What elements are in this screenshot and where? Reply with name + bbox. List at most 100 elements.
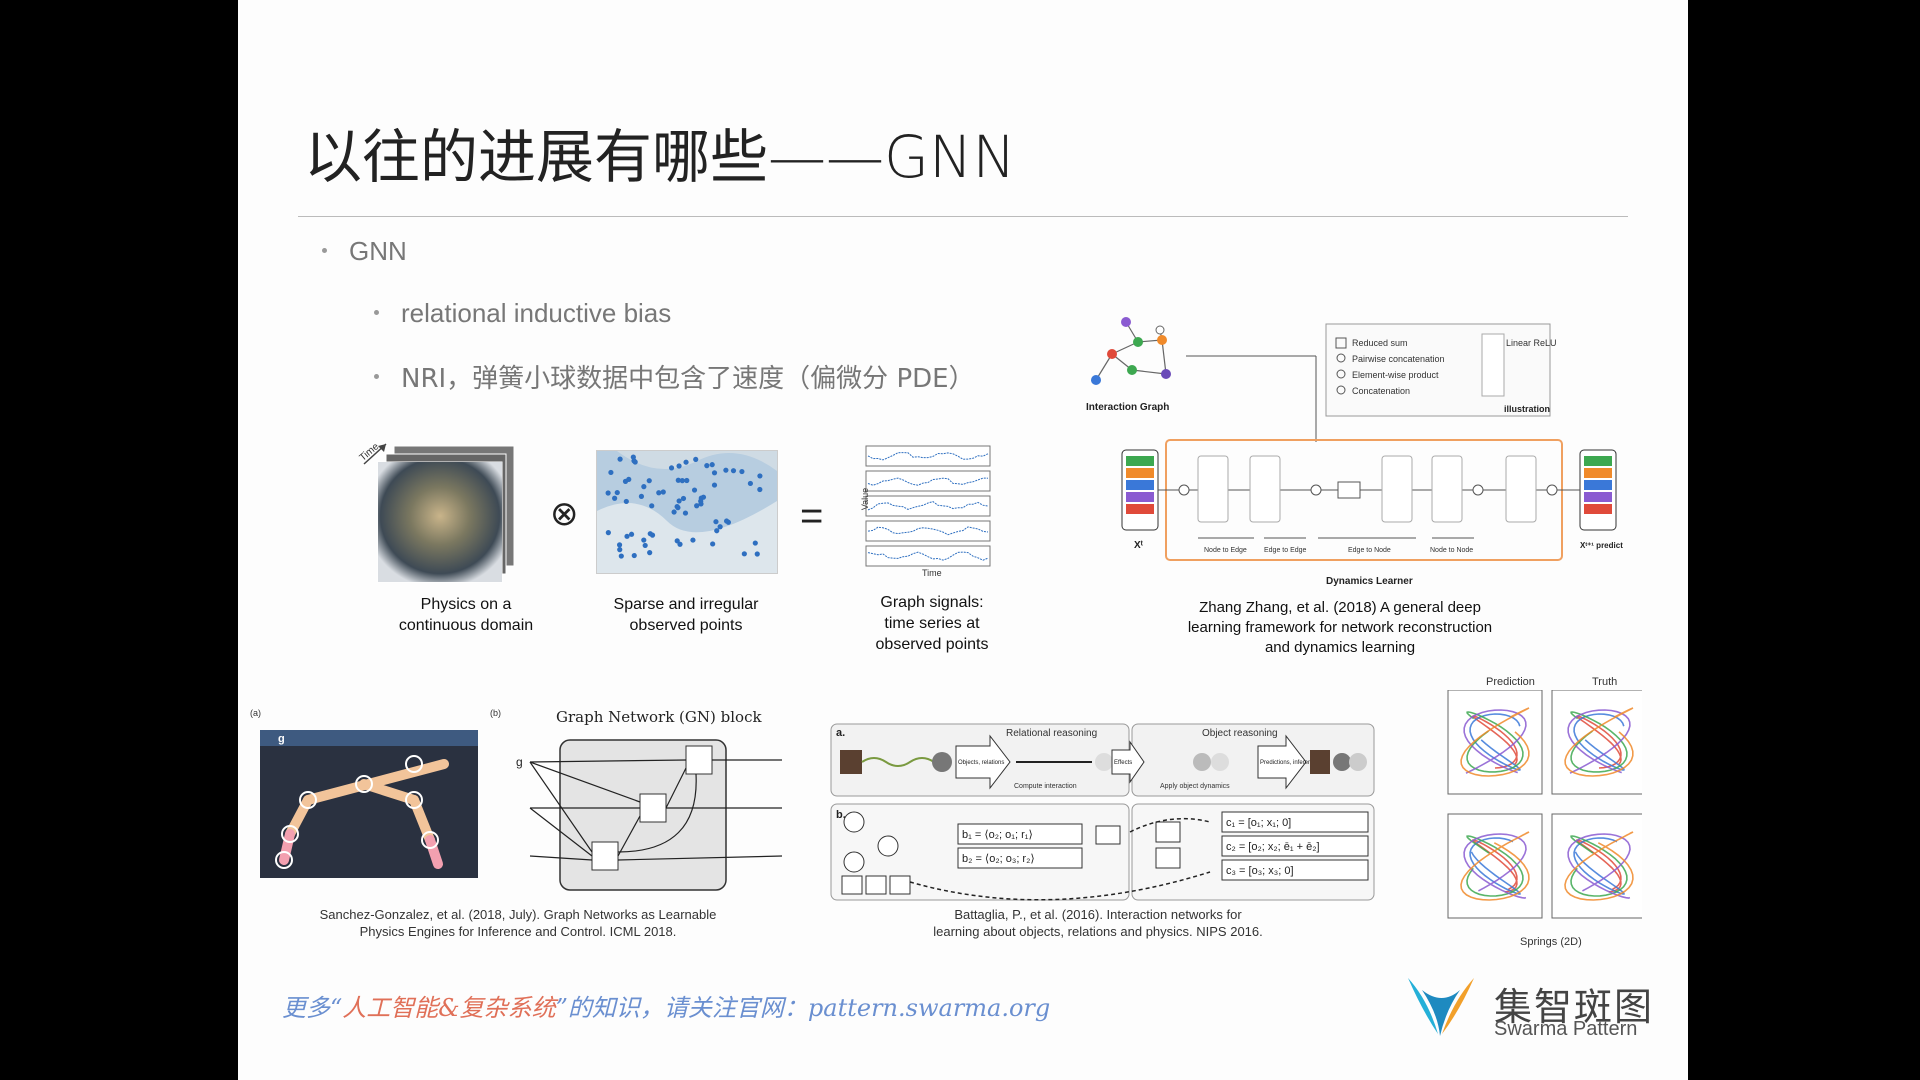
map-marker	[717, 524, 723, 530]
map-marker	[747, 480, 754, 487]
map-marker	[646, 478, 652, 484]
signal-box	[865, 520, 991, 542]
spring-trajectory	[1469, 713, 1521, 771]
spring-trajectory	[1472, 715, 1518, 769]
stage-edge-to-node: Edge to Node	[1348, 547, 1391, 554]
map-marker	[714, 528, 720, 534]
caption-zhang: Zhang Zhang, et al. (2018) A general dee…	[1187, 599, 1493, 656]
map-marker	[671, 509, 677, 515]
caption-sparse: Sparse and irregular observed points	[613, 596, 759, 634]
legend-box	[1325, 323, 1551, 417]
map-marker	[698, 501, 704, 507]
xt1-label: Xᵗ⁺¹ predict	[1580, 541, 1623, 550]
springs-panel	[1447, 813, 1543, 919]
slide: 以往的进展有哪些——GNN GNN relational inductive b…	[238, 0, 1688, 1080]
output-stack	[1579, 449, 1617, 531]
map-marker	[711, 482, 718, 488]
time-axis-label: Time	[922, 568, 942, 578]
caption-signals: Graph signals: time series at observed p…	[875, 594, 989, 653]
predictions-label: Predictions, inferences	[1260, 760, 1321, 766]
springs-trajectories	[1447, 690, 1642, 919]
map-marker	[647, 531, 653, 537]
sanchez-label-b: (b)	[490, 708, 501, 718]
caption-physics: Physics on a continuous domain	[398, 596, 534, 634]
map-marker	[710, 541, 716, 547]
map-marker	[638, 493, 645, 499]
spring-trajectory	[1463, 709, 1527, 774]
value-axis-label: Value	[860, 487, 871, 511]
spring-trajectory	[1564, 831, 1634, 901]
prediction-label: Prediction	[1486, 676, 1535, 688]
spring-trajectory	[1567, 709, 1631, 774]
interaction-network-diagram: a. b. Relational reasoning Object reason…	[830, 723, 1375, 901]
stage-node-to-node: Node to Node	[1430, 547, 1473, 554]
spring-trajectory	[1466, 835, 1524, 897]
spring-trajectory	[1567, 833, 1631, 899]
signal-series	[865, 445, 991, 567]
operator-times: ⊗	[550, 495, 579, 533]
bullet-gnn: GNN	[322, 236, 407, 267]
map-marker	[677, 541, 683, 547]
spring-trajectory	[1466, 711, 1524, 773]
map-markers	[597, 451, 777, 573]
spring-trajectory	[1463, 833, 1527, 899]
input-stack	[1121, 449, 1159, 531]
time-label: Time	[358, 441, 382, 464]
map-marker	[616, 542, 623, 548]
springs-panel	[1551, 690, 1642, 795]
map-marker	[711, 470, 718, 476]
map-marker	[656, 490, 662, 496]
dynamics-learner-label: Dynamics Learner	[1326, 576, 1413, 587]
map-marker	[675, 477, 681, 483]
legend-concat: Concatenation	[1352, 386, 1410, 396]
stage-node-to-edge: Node to Edge	[1204, 547, 1247, 554]
map-marker	[754, 551, 760, 557]
map-marker	[739, 468, 745, 475]
bullet-relational-text: relational inductive bias	[401, 298, 672, 328]
signal-trace	[867, 526, 989, 536]
signal-trace	[867, 501, 989, 511]
xt-label: Xᵗ	[1134, 540, 1144, 551]
map-marker	[608, 469, 614, 476]
map-marker	[630, 454, 636, 460]
signal-trace	[867, 477, 989, 486]
map-marker	[723, 467, 729, 473]
footer-highlight: 人工智能&复杂系统	[342, 994, 556, 1022]
gn-block-title: Graph Network (GN) block	[556, 708, 762, 726]
legend-illustration: illustration	[1504, 404, 1550, 414]
spring-trajectory	[1570, 711, 1628, 773]
spring-trajectory	[1460, 707, 1530, 777]
footer-prefix: 更多“	[282, 994, 343, 1022]
bullet-nri: NRI，弹簧小球数据中包含了速度（偏微分 PDE）	[374, 358, 975, 395]
map-marker	[713, 519, 719, 525]
footer-note: 更多“人工智能&复杂系统”的知识，请关注官网：pattern.swarma.or…	[282, 988, 1050, 1023]
interaction-graph-label: Interaction Graph	[1086, 402, 1169, 413]
map-marker	[618, 553, 624, 559]
map-marker	[691, 487, 698, 493]
robot-render: g	[260, 730, 478, 878]
legend-linear-relu: Linear ReLU	[1506, 338, 1557, 348]
map-marker	[693, 456, 699, 463]
map-marker	[626, 476, 632, 482]
gn-g-in: g	[516, 755, 523, 769]
eq-c1: c₁ = [o₁; x₁; 0]	[1226, 817, 1291, 829]
spring-trajectory	[1570, 835, 1628, 897]
physics-stack-image: Time	[358, 441, 515, 583]
caption-sanchez: Sanchez-Gonzalez, et al. (2018, July). G…	[319, 907, 717, 939]
map-marker	[704, 463, 710, 469]
logo-chinese: 集智斑图	[1494, 985, 1655, 1029]
physics-figure: Time	[356, 436, 596, 586]
eq-c2: c₂ = [o₂; x₂; ē₁ + ē₂]	[1226, 841, 1320, 853]
map-marker	[700, 494, 707, 500]
eq-b1: b₁ = ⟨o₂; o₁; r₁⟩	[962, 829, 1033, 841]
map-marker	[617, 456, 623, 462]
map-marker	[680, 495, 687, 502]
signal-box	[865, 470, 991, 492]
springs-figure: Prediction Truth Springs (2D)	[1442, 672, 1642, 952]
map-marker	[660, 489, 666, 495]
map-marker	[730, 468, 737, 474]
map-marker	[757, 486, 763, 493]
map-marker	[641, 484, 647, 490]
springs-caption: Springs (2D)	[1520, 936, 1582, 948]
spring-trajectory	[1576, 715, 1622, 769]
